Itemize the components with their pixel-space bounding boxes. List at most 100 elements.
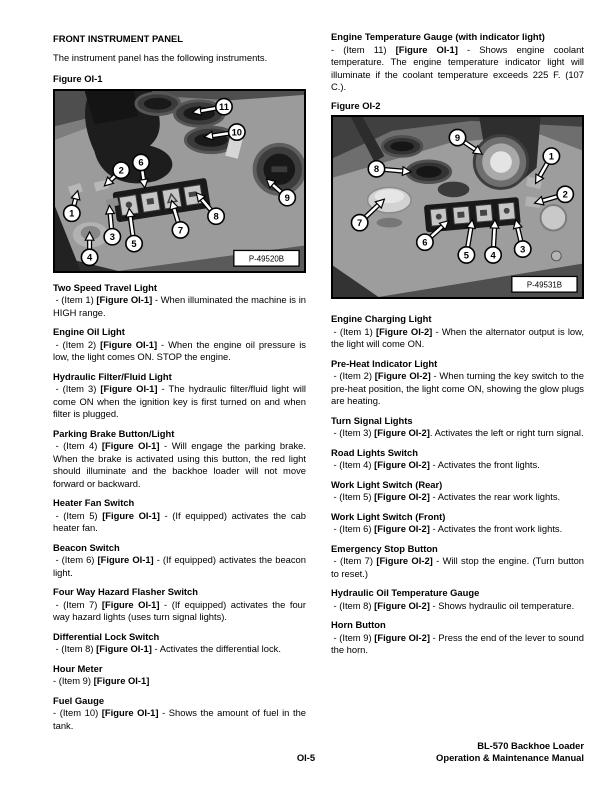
item-ref: - (Item 1) (333, 325, 376, 337)
svg-text:11: 11 (219, 102, 229, 112)
section-text: - When turning the key switch to the pre… (331, 370, 584, 406)
callout-7: 7 (169, 198, 190, 239)
callout-6: 6 (415, 219, 450, 252)
section-title: Work Light Switch (Rear) (331, 478, 443, 490)
switch-bank (112, 177, 211, 222)
item-ref: - (Item 1) (55, 294, 97, 305)
section-title: Four Way Hazard Flasher Switch (53, 586, 198, 597)
item-ref: - (Item 4) (333, 459, 375, 470)
callout-7: 7 (350, 198, 386, 232)
callout-2: 2 (103, 160, 131, 187)
section-title: Heater Fan Switch (53, 497, 135, 508)
section-title: Parking Brake Button/Light (53, 427, 175, 439)
callout-9: 9 (265, 177, 297, 207)
svg-text:1: 1 (549, 152, 554, 162)
figure-ref: [Figure OI-2] (374, 459, 430, 470)
figure-ref: [Figure OI-1] (101, 707, 159, 718)
section-fuel-gauge: Fuel Gauge - (Item 10) [Figure OI-1] - S… (53, 695, 306, 733)
figure-photo-ref: P-49520B (249, 254, 284, 263)
item-ref: - (Item 9) (53, 675, 94, 686)
right-column: Engine Temperature Gauge (with indicator… (331, 31, 584, 657)
item-ref: - (Item 3) (333, 427, 375, 438)
item-ref: - (Item 2) (55, 338, 101, 350)
figure-ref: [Figure OI-1] (102, 509, 160, 521)
section-turn-signal-lights: Turn Signal Lights - (Item 3) [Figure OI… (331, 415, 584, 440)
svg-text:5: 5 (464, 250, 469, 260)
section-title: Engine Temperature Gauge (with indicator… (331, 31, 545, 42)
doc-title-line1: BL-570 Backhoe Loader (477, 740, 584, 751)
left-column: FRONT INSTRUMENT PANEL The instrument pa… (53, 33, 306, 732)
page-number: OI-5 (296, 752, 316, 763)
section-title: Turn Signal Lights (331, 414, 413, 426)
callout-5: 5 (125, 206, 144, 253)
section-text: - The hydraulic filter/fluid light will … (53, 383, 306, 419)
section-body: - (Item 4) [Figure OI-1] - Will engage t… (53, 440, 306, 490)
figure-ref: [Figure OI-1] (100, 338, 158, 350)
section-text: - When the engine oil pressure is low, t… (53, 338, 306, 363)
figure-ref: [Figure OI-2] (374, 491, 430, 502)
svg-text:9: 9 (285, 193, 290, 203)
svg-text:7: 7 (357, 218, 362, 228)
section-title: Hydraulic Oil Temperature Gauge (331, 587, 480, 598)
photo-ref-box (511, 275, 578, 293)
section-body: - (Item 8) [Figure OI-2] - Shows hydraul… (331, 600, 584, 613)
section-body: - (Item 3) [Figure OI-1] - The hydraulic… (53, 383, 306, 421)
section-title: Engine Oil Light (53, 326, 125, 337)
intro-text: The instrument panel has the following i… (53, 51, 268, 63)
section-title: Horn Button (331, 619, 386, 630)
steering-column-horn (472, 117, 541, 190)
figure-oi1-caption: Figure OI-1 (53, 73, 103, 84)
item-ref: - (Item 8) (333, 599, 375, 611)
section-body: - (Item 3) [Figure OI-2]. Activates the … (331, 427, 584, 440)
section-text: - Shows engine coolant temperature. The … (331, 43, 584, 93)
section-body: - (Item 8) [Figure OI-1] - Activates the… (53, 643, 306, 656)
section-hydraulic-filter-fluid-light: Hydraulic Filter/Fluid Light - (Item 3) … (53, 371, 306, 421)
section-title: Hour Meter (53, 662, 103, 674)
section-title: Engine Charging Light (331, 313, 432, 324)
figure-ref: [Figure OI-1] (97, 554, 154, 565)
callout-9: 9 (448, 128, 484, 155)
figure-ref: [Figure OI-1] (96, 643, 152, 654)
item-ref: - (Item 8) (55, 643, 97, 654)
hour-meter-gauge (252, 142, 304, 196)
photo-ref-box (233, 249, 300, 267)
figure-ref: [Figure OI-1] (100, 383, 158, 394)
item-ref: - (Item 4) (55, 440, 102, 451)
callout-8: 8 (367, 159, 413, 178)
svg-text:4: 4 (87, 252, 93, 262)
gauge-cluster (380, 135, 470, 198)
section-hour-meter: Hour Meter - (Item 9) [Figure OI-1] (53, 663, 306, 688)
figure-oi2-caption: Figure OI-2 (331, 99, 381, 111)
svg-text:1: 1 (69, 208, 74, 218)
item-ref: - (Item 7) (55, 598, 102, 610)
item-ref: - (Item 6) (55, 554, 98, 565)
section-body: - (Item 6) [Figure OI-2] - Activates the… (331, 523, 584, 536)
figure-ref: [Figure OI-1] (101, 598, 160, 610)
section-heater-fan-switch: Heater Fan Switch - (Item 5) [Figure OI-… (53, 497, 306, 535)
section-text: - Will stop the engine. (Turn button to … (331, 555, 584, 579)
section-title: Beacon Switch (53, 541, 120, 553)
callout-6: 6 (131, 153, 150, 189)
figure-ref: [Figure OI-2] (374, 427, 430, 438)
section-hydraulic-oil-temperature-gauge: Hydraulic Oil Temperature Gauge - (Item … (331, 587, 584, 612)
callout-4: 4 (484, 218, 503, 264)
section-text: - Shows hydraulic oil temperature. (429, 599, 575, 611)
section-text: . Activates the left or right turn signa… (429, 427, 584, 438)
section-emergency-stop-button: Emergency Stop Button - (Item 7) [Figure… (331, 543, 584, 581)
section-text: - Will engage the parking brake. When th… (53, 440, 306, 489)
item-ref: - (Item 5) (55, 509, 103, 521)
callout-11: 11 (191, 97, 233, 116)
section-body: - (Item 7) [Figure OI-1] - (If equipped)… (53, 599, 306, 624)
callout-1: 1 (534, 147, 561, 185)
section-body: - (Item 9) [Figure OI-2] - Press the end… (331, 632, 584, 657)
section-body: - (Item 2) [Figure OI-2] - When turning … (331, 370, 584, 408)
section-work-light-switch-rear: Work Light Switch (Rear) - (Item 5) [Fig… (331, 479, 584, 504)
section-text: - Activates the rear work lights. (429, 491, 561, 502)
svg-text:2: 2 (563, 190, 568, 200)
section-title: Two Speed Travel Light (53, 281, 158, 293)
svg-text:10: 10 (232, 127, 242, 137)
doc-title: BL-570 Backhoe Loader Operation & Mainte… (436, 740, 584, 764)
section-text: - When the alternator output is low, the… (331, 325, 584, 350)
